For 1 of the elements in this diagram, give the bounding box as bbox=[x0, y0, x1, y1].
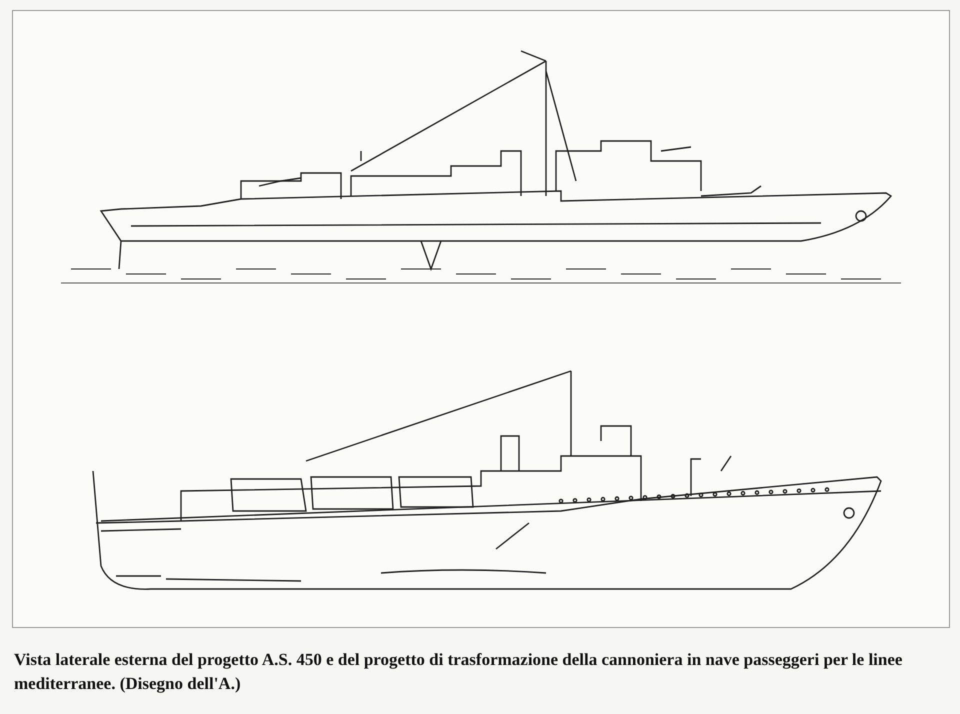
figure-caption: Vista laterale esterna del progetto A.S. 450 e del progetto di trasformazione della cannoniera in nave passeggeri per le linee mediterranee. (Disegno dell'A.) bbox=[14, 649, 904, 695]
